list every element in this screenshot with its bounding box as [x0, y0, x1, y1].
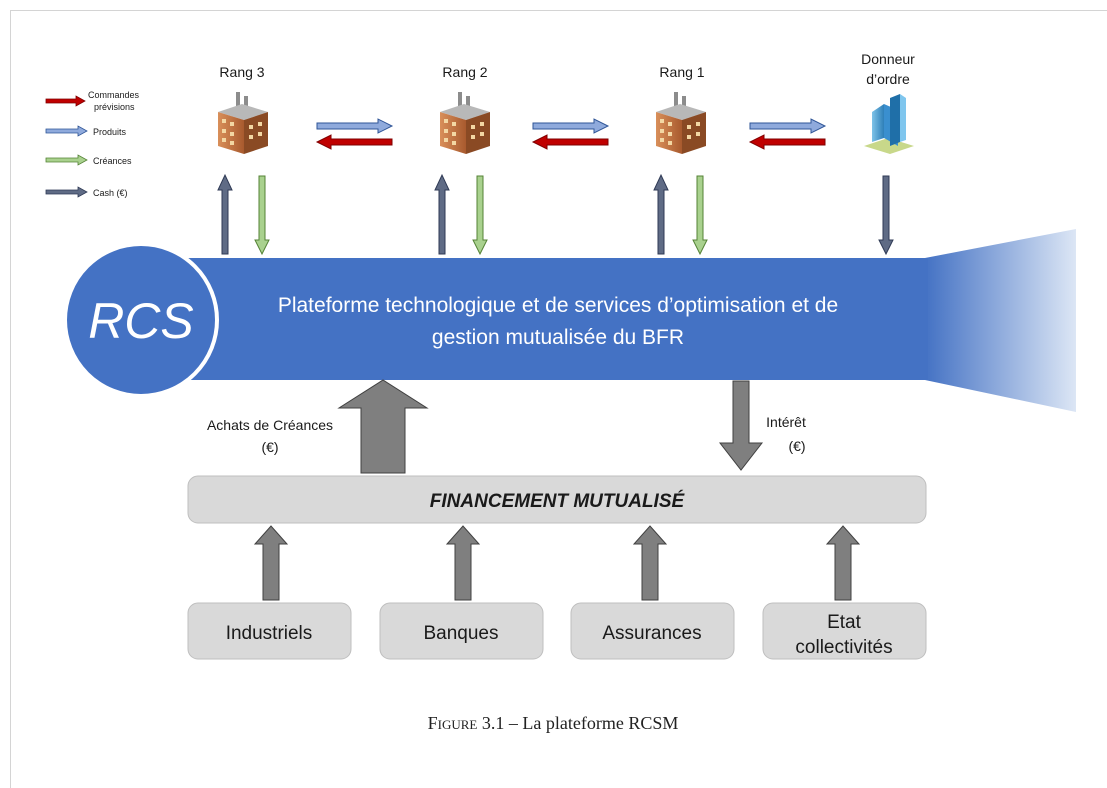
factory-rang1-icon [656, 92, 706, 154]
financement-label: FINANCEMENT MUTUALISÉ [430, 490, 686, 512]
legend: Commandes prévisions Produits Créances C… [45, 90, 140, 198]
rang3-label: Rang 3 [219, 64, 264, 80]
legend-previsions-label: prévisions [94, 102, 135, 112]
assurances-box [570, 602, 735, 660]
platform-band [160, 258, 928, 380]
banques-box [379, 602, 544, 660]
etat-label-line2: collectivités [795, 637, 892, 658]
legend-commandes-label: Commandes [88, 90, 140, 100]
platform-tail [925, 229, 1076, 412]
rang1-label: Rang 1 [659, 64, 704, 80]
figure-caption-text: – La plateforme RCSM [504, 713, 678, 733]
source-arrows [253, 525, 861, 601]
achats-label-line1: Achats de Créances [207, 417, 333, 433]
vertical-flows [217, 173, 894, 256]
factory-rang3-icon [218, 92, 268, 154]
office-tower-icon [864, 94, 914, 154]
donneur-label-line2: d’ordre [866, 71, 910, 87]
figure-caption: Figure 3.1 – La plateforme RCSM [428, 713, 679, 733]
donneur-label-line1: Donneur [861, 51, 915, 67]
banques-label: Banques [423, 623, 498, 644]
legend-creances-label: Créances [93, 156, 132, 166]
industriels-label: Industriels [226, 623, 313, 644]
platform-title-line2: gestion mutualisée du BFR [432, 326, 684, 349]
rcs-badge [63, 242, 219, 398]
figure-frame [10, 10, 1107, 788]
legend-cash-arrow [45, 186, 88, 198]
legend-produits-label: Produits [93, 127, 127, 137]
rank-flows-1-donneur [748, 118, 827, 150]
industriels-box [187, 602, 352, 660]
financement-box [187, 475, 927, 524]
legend-cash-label: Cash (€) [93, 188, 128, 198]
rank-flows-2-1 [531, 118, 610, 150]
factory-rang2-icon [440, 92, 490, 154]
achats-creances-arrow [337, 379, 429, 474]
rank-flows-3-2 [315, 118, 394, 150]
platform-title-line1: Plateforme technologique et de services … [278, 294, 838, 317]
legend-creances-arrow [45, 154, 88, 166]
legend-commandes-arrow [45, 95, 86, 107]
legend-produits-arrow [45, 125, 88, 137]
interet-arrow [718, 380, 764, 471]
interet-label-line2: (€) [788, 438, 805, 454]
rang2-label: Rang 2 [442, 64, 487, 80]
figure-caption-prefix: Figure 3.1 [428, 713, 505, 733]
achats-label-line2: (€) [261, 439, 278, 455]
etat-box [762, 602, 927, 660]
interet-label-line1: Intérêt [766, 414, 806, 430]
rcs-badge-label: RCS [88, 293, 194, 349]
etat-label-line1: Etat [827, 612, 862, 633]
assurances-label: Assurances [602, 623, 701, 644]
